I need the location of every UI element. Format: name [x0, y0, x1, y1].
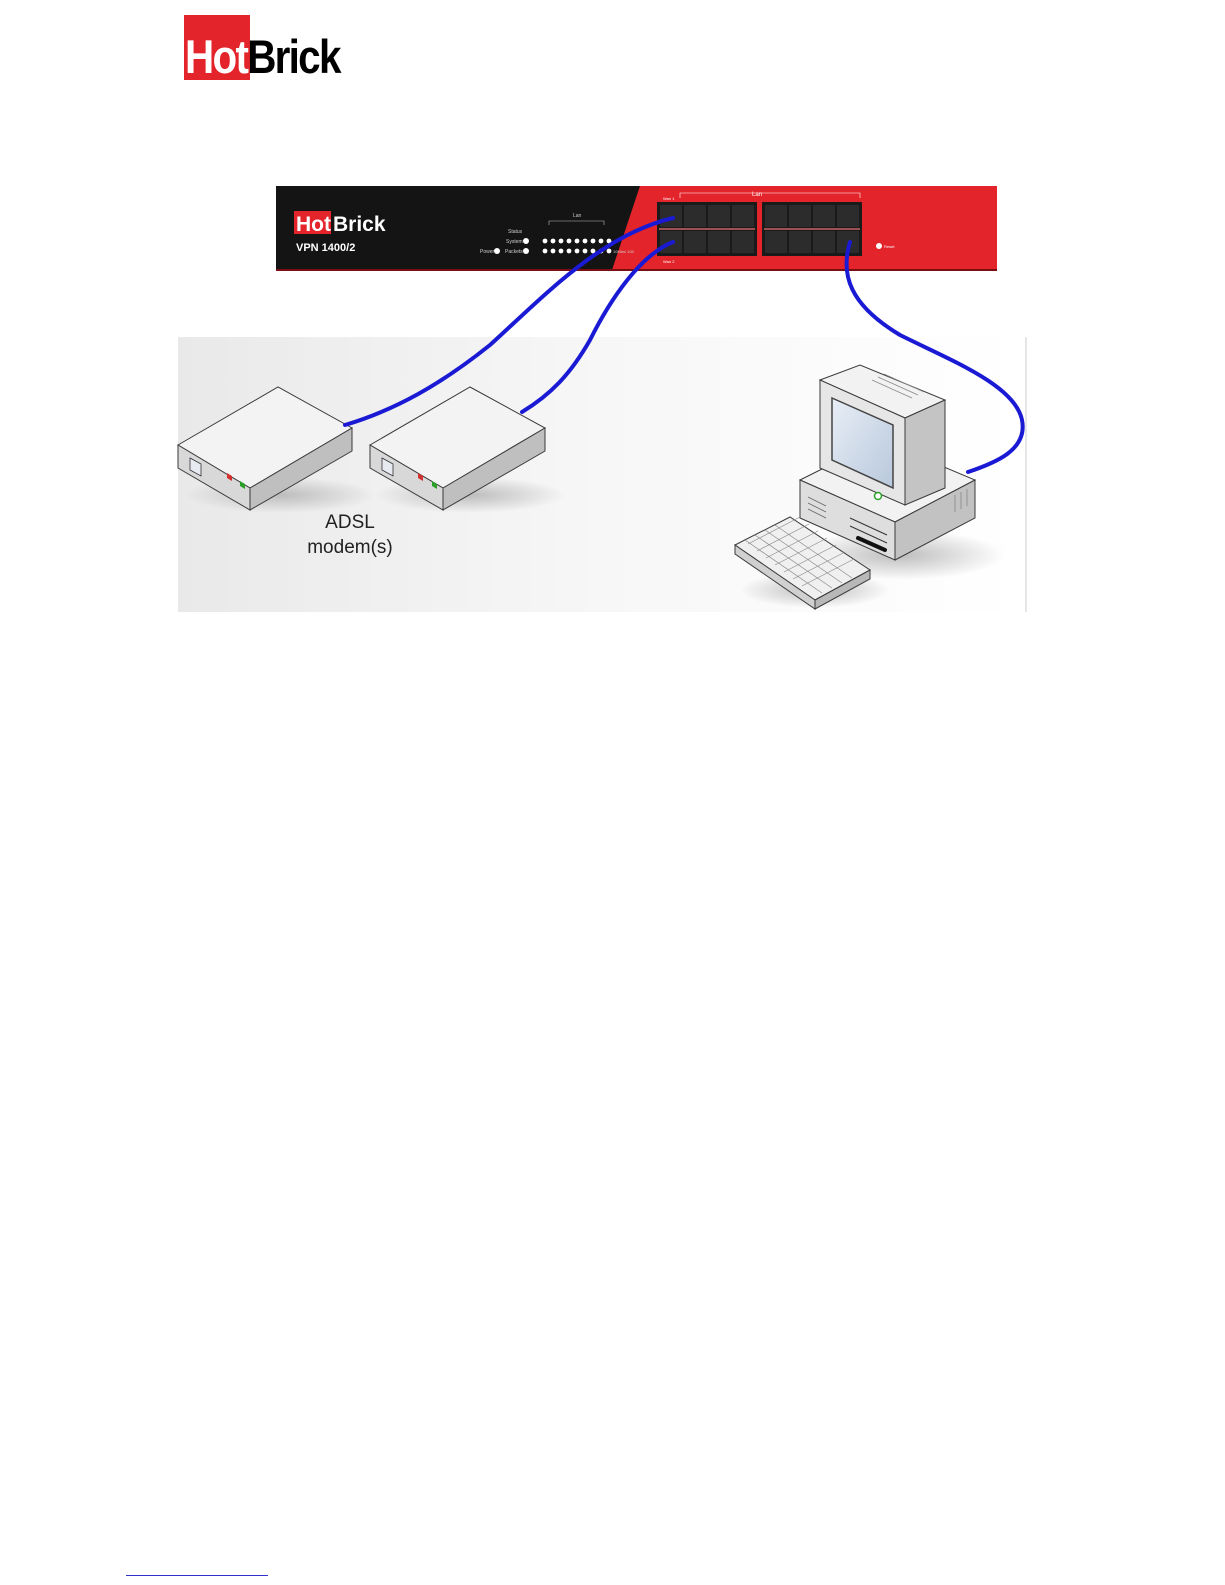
router-brand-brick: Brick	[333, 213, 386, 236]
lan-led-label: Lan	[573, 213, 582, 219]
led-row-top	[543, 239, 612, 244]
reset-button-dot	[876, 243, 882, 249]
router-brand-hot: Hot	[296, 213, 331, 236]
packets-led	[523, 248, 529, 254]
speed-label: 10Mbs/ 100	[613, 249, 635, 254]
status-label: Status	[508, 229, 523, 235]
port-block-left	[657, 202, 757, 256]
wan1-label: Wan 1	[663, 196, 675, 201]
packets-label: Packets	[505, 249, 523, 255]
wan2-label: Wan 2	[663, 259, 675, 264]
modem-caption-line2: modem(s)	[307, 537, 393, 558]
system-led	[523, 238, 529, 244]
network-diagram: Hot Brick VPN 1400/2 Status System Packe…	[0, 0, 1225, 640]
power-label: Power	[480, 249, 495, 255]
system-label: System	[506, 239, 523, 245]
footer-link-underline	[126, 1575, 268, 1576]
router-model: VPN 1400/2	[296, 242, 355, 254]
modem-caption-line1: ADSL	[325, 512, 375, 533]
power-led	[494, 248, 500, 254]
reset-label: Reset	[884, 244, 895, 249]
vpn-router: Hot Brick VPN 1400/2 Status System Packe…	[276, 186, 997, 270]
